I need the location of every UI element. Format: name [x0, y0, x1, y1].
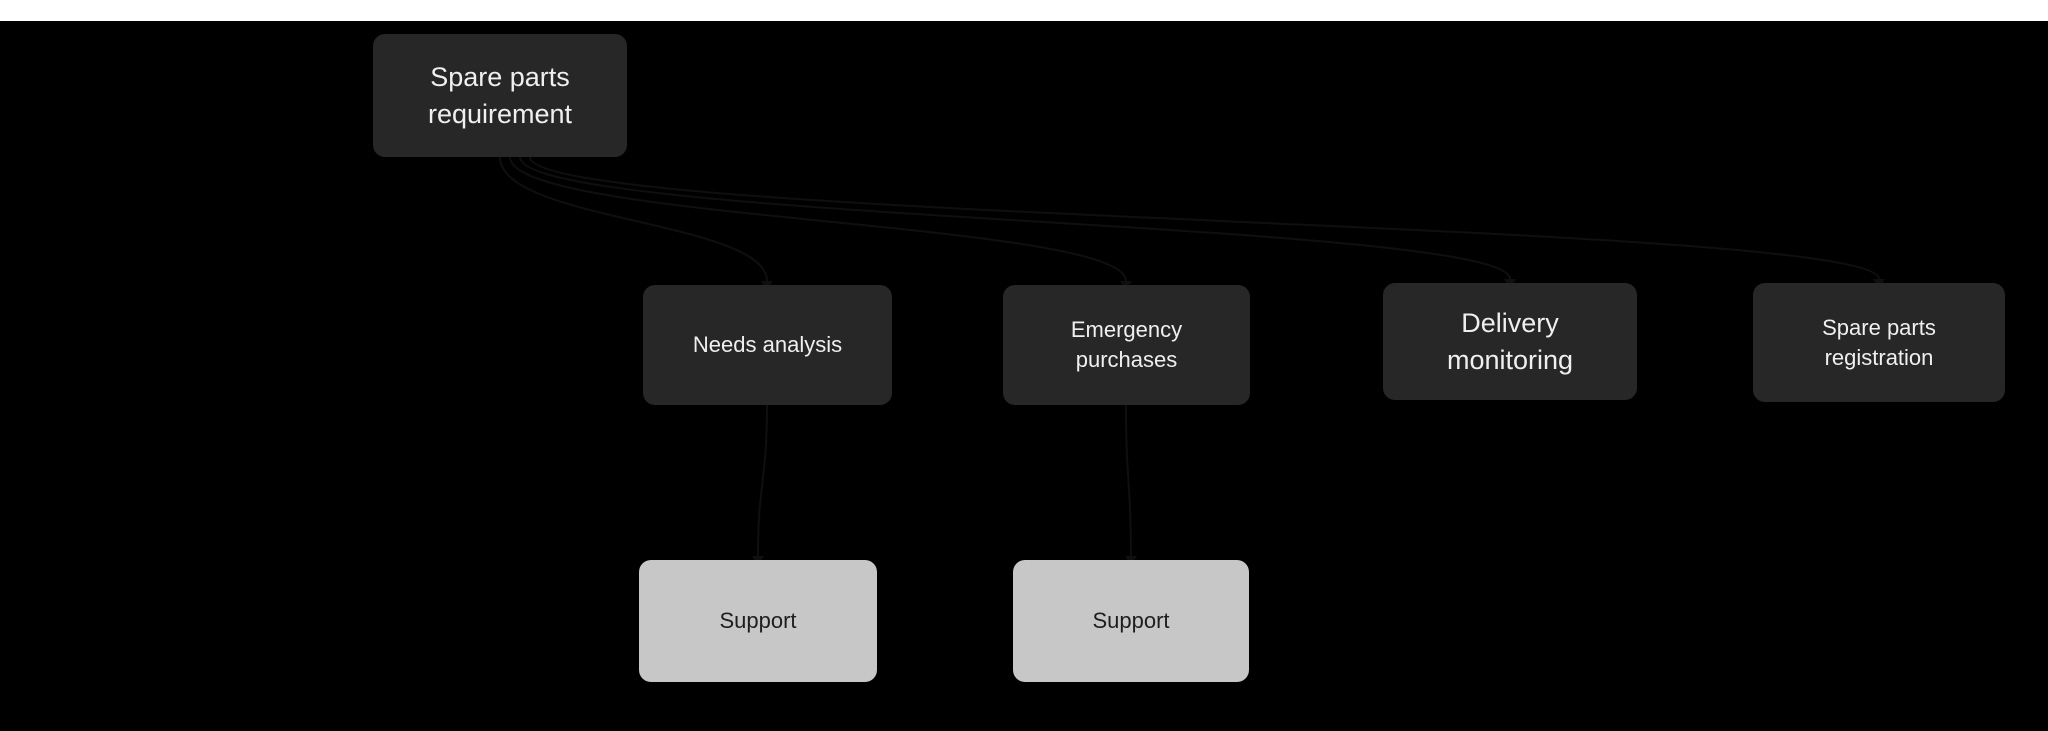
edge-needs-analysis-to-support-1	[757, 404, 768, 557]
node-spare-parts-registration[interactable]: Spare parts registration	[1753, 283, 2005, 402]
node-emergency-purchases[interactable]: Emergency purchases	[1003, 285, 1250, 405]
edge-requirement-to-delivery-monitoring	[519, 156, 1511, 280]
node-needs-analysis[interactable]: Needs analysis	[643, 285, 892, 405]
node-label: Support	[719, 608, 797, 634]
edge-requirement-to-emergency-purchases	[509, 156, 1127, 282]
node-label: Delivery monitoring	[1446, 308, 1574, 375]
edge-emergency-purchases-to-support-2	[1125, 404, 1132, 557]
node-label: Support	[1092, 608, 1170, 634]
edge-requirement-to-needs-analysis	[499, 156, 768, 282]
node-support-1[interactable]: Support	[639, 560, 877, 682]
top-white-bar	[0, 0, 2048, 21]
node-support-2[interactable]: Support	[1013, 560, 1249, 682]
node-label: Emergency purchases	[1070, 317, 1183, 372]
node-spare-parts-requirement[interactable]: Spare parts requirement	[373, 34, 627, 157]
node-delivery-monitoring[interactable]: Delivery monitoring	[1383, 283, 1637, 400]
node-label: Spare parts requirement	[427, 62, 573, 129]
node-label: Needs analysis	[692, 332, 843, 358]
node-label: Spare parts registration	[1822, 314, 1936, 370]
edge-requirement-to-spare-parts-registration	[529, 156, 1880, 280]
